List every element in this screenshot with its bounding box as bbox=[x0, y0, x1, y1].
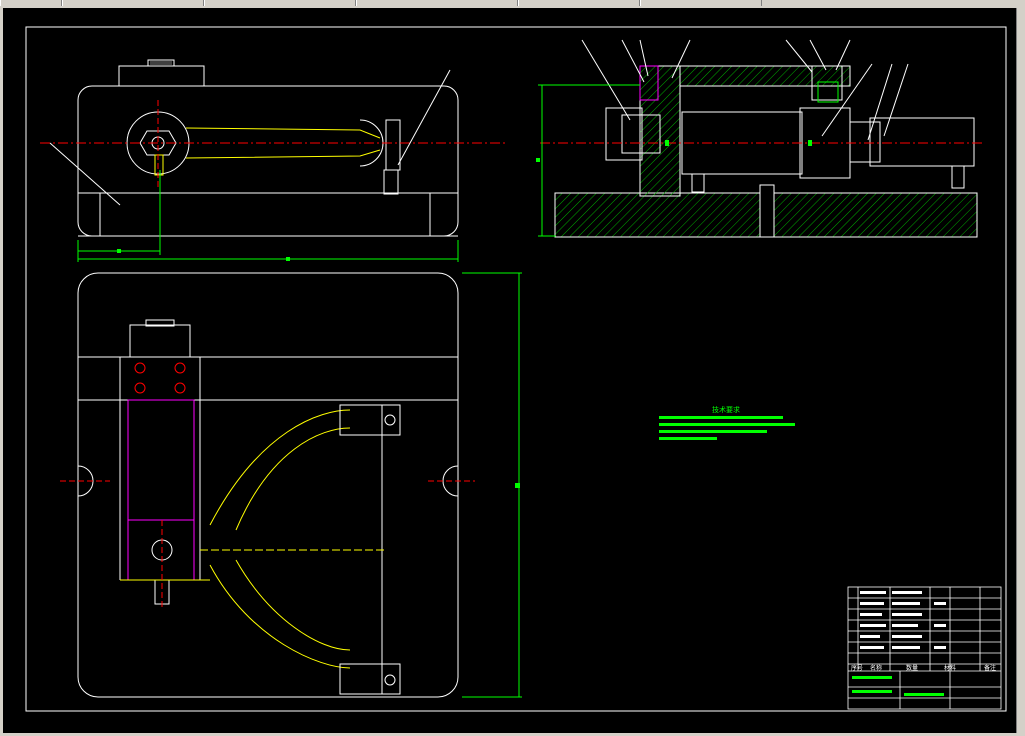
window-top-bar bbox=[0, 0, 1025, 8]
title-block-header-4: 备注 bbox=[984, 664, 996, 672]
toolbar-segment[interactable] bbox=[62, 0, 204, 6]
title-block-header-row: 序号 名称 数量 材料 备注 bbox=[851, 664, 996, 672]
vertical-scrollbar[interactable] bbox=[1016, 8, 1025, 736]
title-block-header-0: 序号 bbox=[851, 664, 863, 672]
technical-requirements-title: 技术要求 bbox=[712, 406, 740, 414]
drawing-border bbox=[25, 26, 1007, 712]
title-block-header-3: 材料 bbox=[944, 664, 956, 672]
title-block-header-1: 名称 bbox=[870, 664, 882, 672]
window-bottom-edge bbox=[0, 733, 1025, 736]
toolbar-segment[interactable] bbox=[518, 0, 640, 6]
note-line bbox=[659, 416, 783, 419]
toolbar-segment[interactable] bbox=[0, 0, 62, 6]
note-line bbox=[659, 423, 795, 426]
note-line bbox=[659, 430, 767, 433]
top-view bbox=[60, 272, 522, 698]
title-block-header-2: 数量 bbox=[906, 664, 918, 672]
title-block bbox=[847, 586, 1002, 710]
section-view bbox=[536, 39, 985, 238]
toolbar-segment[interactable] bbox=[640, 0, 762, 6]
front-view bbox=[40, 59, 505, 262]
window-left-edge bbox=[0, 8, 3, 736]
toolbar-segment[interactable] bbox=[204, 0, 356, 6]
note-line bbox=[659, 437, 717, 440]
toolbar-segment[interactable] bbox=[356, 0, 518, 6]
